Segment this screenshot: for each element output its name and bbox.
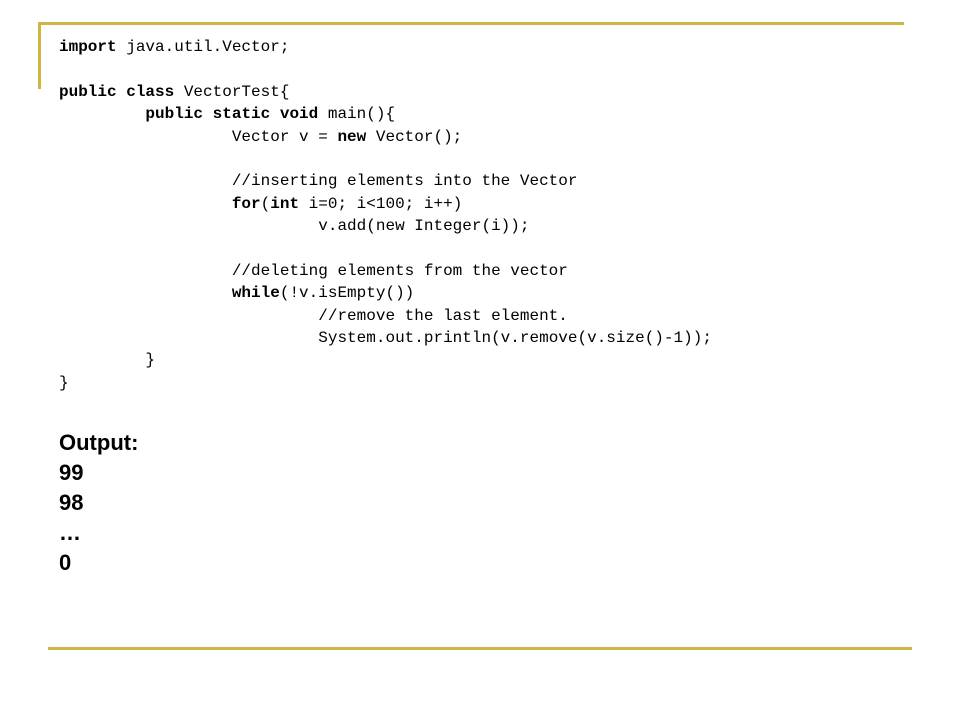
output-heading: Output: [59,430,139,455]
code-block: import java.util.Vector; public class Vec… [59,36,879,394]
code-text: //inserting elements into the Vector [231,172,578,191]
code-text: v.add(new Integer(i)); [318,217,530,236]
code-text: System.out.println(v.remove(v.size()-1))… [318,329,712,348]
code-text: (!v.isEmpty()) [279,284,415,303]
code-keyword: new [337,127,367,146]
code-line: } [59,349,879,371]
code-line: System.out.println(v.remove(v.size()-1))… [59,327,879,349]
output-section: Output: 99 98 … 0 [59,428,138,578]
code-line: //remove the last element. [59,305,879,327]
code-line [59,238,879,260]
output-line: 99 [59,460,84,485]
code-line: for(int i=0; i<100; i++) [59,193,879,215]
code-text: } [145,351,156,370]
output-line: 0 [59,550,72,575]
code-text: ( [260,194,271,213]
code-line: Vector v = new Vector(); [59,126,879,148]
code-line: } [59,372,879,394]
code-line [59,148,879,170]
output-line: 98 [59,490,84,515]
code-line: public class VectorTest{ [59,81,879,103]
code-text: i=0; i<100; i++) [299,194,463,213]
code-line: public static void main(){ [59,103,879,125]
code-line [59,58,879,80]
code-text: Vector(); [366,127,463,146]
code-line: //deleting elements from the vector [59,260,879,282]
bottom-rule [48,647,912,650]
code-keyword: public class [59,82,175,101]
left-rule [38,22,41,89]
code-keyword: for [231,194,261,213]
code-keyword: public static void [145,105,319,124]
code-text: //remove the last element. [318,306,568,325]
code-text: main(){ [318,105,396,124]
code-keyword: while [231,284,280,303]
code-line: import java.util.Vector; [59,36,879,58]
code-text: VectorTest{ [174,82,290,101]
code-keyword: import [59,38,117,56]
code-line: while(!v.isEmpty()) [59,282,879,304]
code-line: //inserting elements into the Vector [59,170,879,192]
top-rule [40,22,904,25]
code-text: java.util.Vector; [116,38,290,56]
code-keyword: int [270,194,300,213]
code-line: v.add(new Integer(i)); [59,215,879,237]
code-text: //deleting elements from the vector [231,261,568,280]
code-text: Vector v = [231,127,338,146]
output-line: … [59,520,81,545]
code-text: } [59,373,69,392]
